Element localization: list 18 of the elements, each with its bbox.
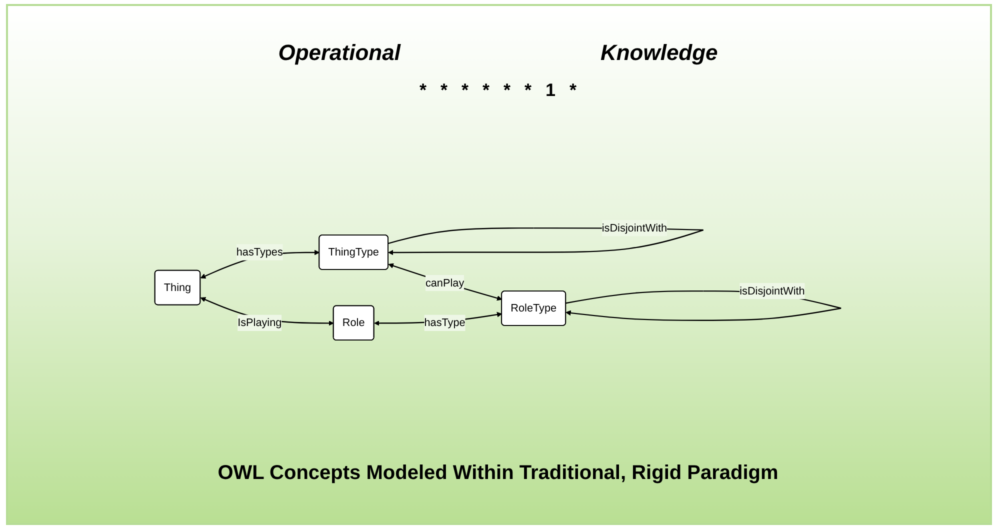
multiplicity-label: 1 [546,80,556,101]
edge-label: IsPlaying [238,316,282,329]
caption: OWL Concepts Modeled Within Traditional, Rigid Paradigm [216,462,780,485]
multiplicity-label: * [461,80,468,101]
arrow [388,263,502,301]
multiplicity-label: * [524,80,532,101]
multiplicity-label: * [440,80,448,101]
section-heading: Operational [278,40,400,66]
section-heading: Knowledge [600,40,718,66]
multiplicity-label: * [419,80,426,101]
edge-label: isDisjointWith [602,222,668,234]
multiplicity-label: * [504,80,511,101]
multiplicity-label: * [482,80,490,101]
edge-label: hasTypes [236,246,283,258]
multiplicity-label: * [570,80,577,101]
edge-label: isDisjointWith [740,284,805,297]
edge-label: hasType [424,316,466,329]
edge-label: canPlay [425,276,464,289]
